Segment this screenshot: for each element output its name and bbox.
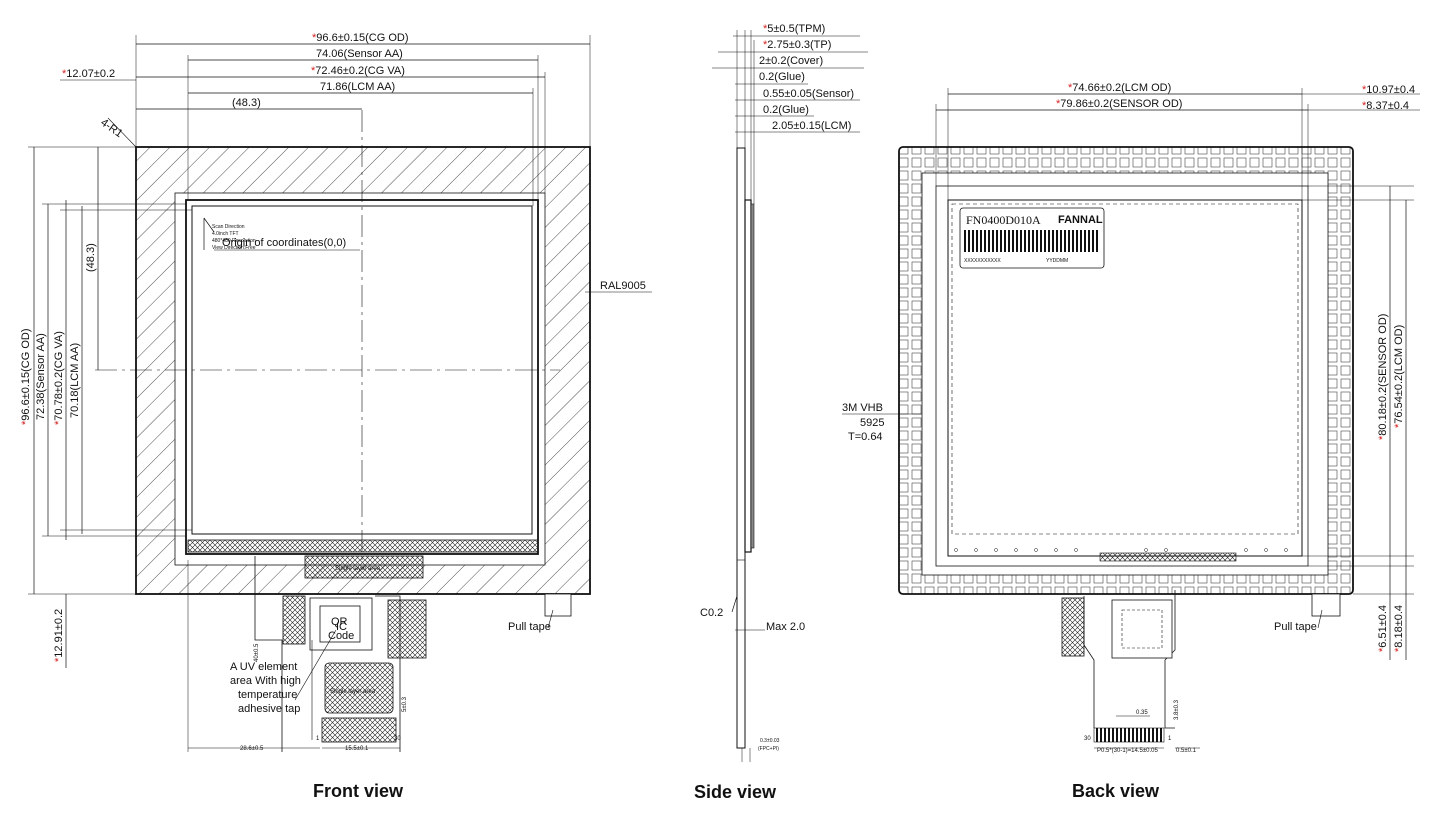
dim-cg-va-horizontal: *72.46±0.2(CG VA) (311, 65, 405, 77)
dim-lcm-od-vertical: *76.54±0.2(LCM OD) (1393, 325, 1405, 428)
front-pull-tape-label: Pull tape (508, 621, 551, 633)
origin-label: Origin of coordinates(0,0) (222, 237, 346, 249)
dim-tp: *2.75±0.3(TP) (763, 39, 831, 51)
label-brand: FANNAL (1058, 214, 1103, 226)
dim-cg-od-horizontal: *96.6±0.15(CG OD) (312, 32, 409, 44)
fpc-height: 3.8±0.3 (1174, 699, 1180, 720)
fpc-length: 0.5±0.1 (1176, 748, 1197, 754)
side-view-title: Side view (694, 782, 777, 802)
single-layer-label: Single layer area (330, 689, 376, 695)
back-pin-30: 30 (1084, 736, 1091, 742)
scan-direction-line: Scan Direction (212, 224, 245, 230)
fpc-pitch-formula: P0.5*(30-1)=14.5±0.05 (1097, 748, 1158, 754)
dim-bottom-1: *6.51±0.4 (1377, 605, 1389, 652)
dim-bottom-2: *8.18±0.4 (1393, 605, 1405, 652)
scan-direction-line: View Direction:Free (212, 245, 256, 251)
vhb-line: 5925 (860, 417, 884, 429)
back-view (842, 88, 1420, 749)
vhb-line: 3M VHB (842, 402, 883, 414)
side-view-text: *5±0.5(TPM) *2.75±0.3(TP) 2±0.2(Cover) 0… (694, 23, 854, 802)
side-view (712, 30, 868, 762)
dim-sensor-aa-horizontal: 74.06(Sensor AA) (316, 48, 403, 60)
dim-glue-1: 0.2(Glue) (759, 71, 805, 83)
dim-tpm: *5±0.5(TPM) (763, 23, 825, 35)
dim-lcm-od-horizontal: *74.66±0.2(LCM OD) (1068, 82, 1171, 94)
dim-lcm-aa-horizontal: 71.86(LCM AA) (320, 81, 395, 93)
back-view-text: *74.66±0.2(LCM OD) *79.86±0.2(SENSOR OD)… (842, 82, 1415, 801)
fpc-thickness: 0.3±0.03 (760, 738, 780, 744)
back-pull-tape-label: Pull tape (1274, 621, 1317, 633)
back-view-title: Back view (1072, 781, 1160, 801)
ic-text: IC (336, 621, 347, 633)
uv-note-line: adhesive tap (238, 703, 300, 715)
fpc-width-2: 15.5±0.1 (345, 746, 369, 752)
dim-bottom-offset: *12.91±0.2 (53, 609, 65, 662)
fpc-vertical-2: 5±0.3 (402, 696, 408, 712)
ral-label: RAL9005 (600, 280, 646, 292)
dim-center-horizontal: (48.3) (232, 97, 261, 109)
dim-sensor-od-horizontal: *79.86±0.2(SENSOR OD) (1056, 98, 1182, 110)
fpc-vertical-1: 40±0.5 (254, 643, 260, 662)
dim-cover: 2±0.2(Cover) (759, 55, 823, 67)
dim-lcm: 2.05±0.15(LCM) (772, 120, 851, 132)
scan-direction-line: 480*480 Resolution (212, 238, 256, 244)
dim-center-vertical: (48.3) (85, 243, 97, 272)
dim-cg-va-vertical: *70.78±0.2(CG VA) (53, 331, 65, 425)
dim-left-offset: *12.07±0.2 (62, 68, 115, 80)
front-view (28, 35, 652, 752)
label-date: YYDDMM (1046, 258, 1068, 264)
corner-radius-label: 4-R1 (98, 117, 124, 141)
dim-sensor-od-vertical: *80.18±0.2(SENSOR OD) (1377, 314, 1389, 440)
label-part-number: FN0400D010A (966, 213, 1041, 227)
fpc-pitch-small: 0.35 (1136, 710, 1148, 716)
front-view-title: Front view (313, 781, 404, 801)
scan-direction-line: 4.0inch TFT (212, 231, 239, 237)
vhb-line: T=0.64 (848, 431, 883, 443)
dim-glue-2: 0.2(Glue) (763, 104, 809, 116)
dim-sensor-aa-vertical: 72.38(Sensor AA) (35, 333, 47, 420)
uv-note-line: area With high (230, 675, 301, 687)
dim-cg-od-vertical: *96.6±0.15(CG OD) (20, 328, 32, 425)
front-pin-30: 30 (394, 736, 401, 742)
label-lot: XXXXXXXXXXX (964, 258, 1001, 264)
dim-right-1: *10.97±0.4 (1362, 84, 1415, 96)
fpc-thickness-note: (FPC+PI) (758, 746, 779, 752)
front-pin-1: 1 (316, 736, 320, 742)
barcode (964, 230, 1100, 252)
single-layer-label: Single layer area (335, 566, 381, 572)
uv-note-line: temperature (238, 689, 297, 701)
dim-lcm-aa-vertical: 70.18(LCM AA) (69, 343, 81, 418)
code-text: Code (328, 630, 354, 642)
front-view-text: *96.6±0.15(CG OD) 74.06(Sensor AA) *72.4… (20, 32, 646, 801)
uv-note-line: A UV element (230, 661, 297, 673)
fpc-width-1: 28.6±0.5 (240, 746, 264, 752)
back-pin-1: 1 (1168, 736, 1172, 742)
dim-right-2: *8.37±0.4 (1362, 100, 1409, 112)
chamfer-label: C0.2 (700, 607, 723, 619)
dim-sensor: 0.55±0.05(Sensor) (763, 88, 854, 100)
qr-text: QR (331, 616, 348, 628)
max-thickness-label: Max 2.0 (766, 621, 805, 633)
